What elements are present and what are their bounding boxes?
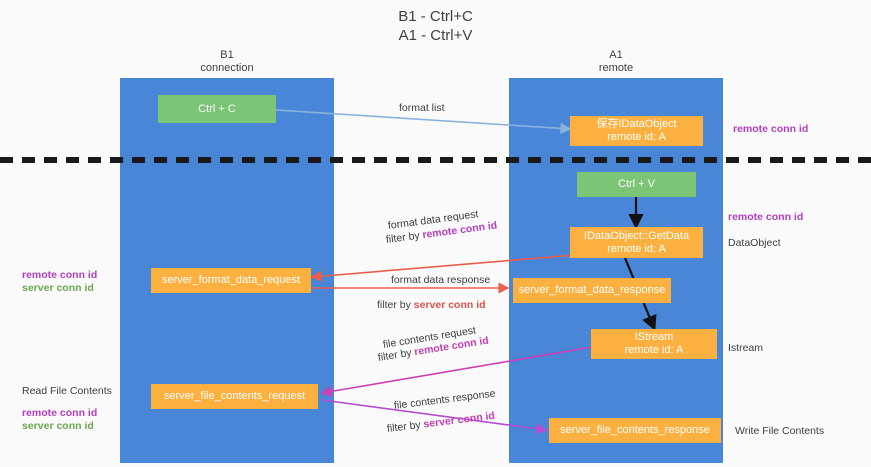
node-ctrl-v-label: Ctrl + V: [618, 178, 655, 190]
note-remote-conn-id-mid: remote conn id: [728, 211, 804, 223]
arrow-file-contents-response: [321, 399, 548, 435]
note-write-file-contents: Write File Contents: [735, 425, 825, 437]
column-header-a1-name: A1: [609, 49, 623, 61]
edge-label-format-data-response-text: format data response: [391, 274, 491, 286]
edge-label-format-data-response: format data response: [391, 274, 490, 286]
node-istream-label: IStream: [634, 331, 674, 343]
arrow-file-contents-request: [320, 346, 593, 397]
node-istream[interactable]: IStream remote id: A: [591, 329, 717, 359]
note-left-conn-ids: remote conn id server conn id: [22, 269, 97, 295]
note-remote-conn-id-top: remote conn id: [733, 123, 809, 135]
node-ctrl-c-label: Ctrl + C: [198, 102, 236, 115]
node-server-file-contents-request-label: server_file_contents_request: [163, 390, 306, 402]
column-header-b1-sub: connection: [200, 62, 254, 74]
node-istream-sub: remote id: A: [624, 344, 684, 356]
node-save-idataobject[interactable]: 保存IDataObject remote id: A: [570, 116, 703, 146]
note-dataobject: DataObject: [728, 237, 781, 249]
column-header-a1-sub: remote: [598, 62, 634, 74]
note-left-conn-ids-remote: remote conn id: [22, 269, 98, 281]
node-server-format-data-request-label: server_format_data_request: [161, 274, 301, 286]
node-save-idataobject-label: 保存IDataObject: [596, 118, 677, 130]
edge-label-format-list-text: format list: [399, 102, 445, 114]
node-save-idataobject-sub: remote id: A: [607, 131, 666, 143]
edge-filter-format-data-response: filter by server conn id: [377, 299, 486, 311]
node-ctrl-v[interactable]: Ctrl + V: [577, 172, 696, 197]
column-header-b1-name: B1: [220, 49, 234, 61]
node-server-format-data-request[interactable]: server_format_data_request: [151, 268, 311, 293]
note-read-file-contents-heading: Read File Contents: [22, 385, 112, 397]
node-server-format-data-response-label: server_format_data_response: [518, 284, 666, 296]
arrow-format-data-request: [310, 254, 576, 282]
node-server-file-contents-request[interactable]: server_file_contents_request: [151, 384, 318, 409]
note-left-conn-ids-server: server conn id: [22, 282, 94, 294]
page-title-line1: B1 - Ctrl+C: [398, 8, 473, 25]
column-header-b1: B1 connection: [160, 49, 294, 75]
node-server-file-contents-response[interactable]: server_file_contents_response: [549, 418, 721, 443]
column-header-a1: A1 remote: [549, 49, 683, 75]
node-idataobject-getdata[interactable]: IDataObject::GetData remote id: A: [570, 227, 703, 258]
node-server-file-contents-response-label: server_file_contents_response: [560, 424, 710, 436]
arrow-format-list: [275, 109, 572, 134]
note-read-file-contents: Read File Contents remote conn id server…: [22, 385, 112, 433]
node-server-format-data-response[interactable]: server_format_data_response: [513, 278, 671, 303]
note-read-file-contents-server: server conn id: [22, 420, 94, 432]
page-title-line2: A1 - Ctrl+V: [398, 27, 473, 44]
node-idataobject-getdata-label: IDataObject::GetData: [583, 229, 690, 242]
note-istream: Istream: [728, 342, 764, 354]
edge-label-format-list: format list: [399, 102, 445, 114]
edge-filter-format-data-response-prefix: filter by: [377, 299, 414, 311]
note-read-file-contents-remote: remote conn id: [22, 407, 98, 419]
node-idataobject-getdata-sub: remote id: A: [607, 242, 666, 255]
edge-filter-format-data-response-key: server conn id: [413, 299, 486, 311]
node-ctrl-c[interactable]: Ctrl + C: [158, 95, 276, 123]
